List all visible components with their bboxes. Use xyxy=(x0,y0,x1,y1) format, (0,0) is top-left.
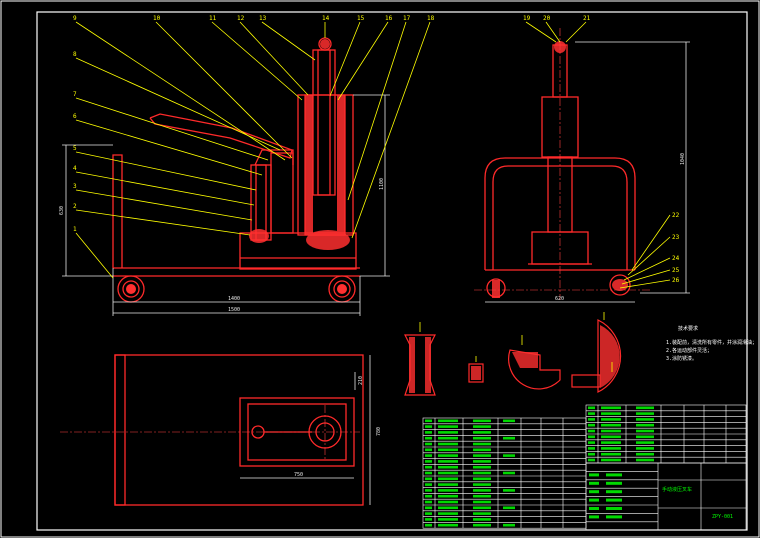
side-balloon-19: 19 xyxy=(523,15,531,22)
front-balloon-12: 12 xyxy=(237,15,245,22)
title-block-drawing-no: ZPY-001 xyxy=(712,514,733,520)
front-dim-height-right: 1100 xyxy=(379,178,385,190)
side-balloon-26: 26 xyxy=(672,277,680,284)
side-balloon-23: 23 xyxy=(672,234,680,241)
notes-line-2: 2.各运动部件灵活； xyxy=(666,347,712,354)
front-leader-3 xyxy=(75,189,253,221)
top-dim-width: 750 xyxy=(294,472,303,478)
side-leader-25 xyxy=(621,269,671,285)
front-leader-13 xyxy=(261,21,316,61)
front-leader-18 xyxy=(351,21,431,239)
front-dim-width-outer: 1500 xyxy=(228,307,240,313)
front-leader-1 xyxy=(75,232,114,279)
front-view-leaders xyxy=(75,21,431,279)
side-view-balloons: 19 20 21 22 23 24 25 26 xyxy=(523,15,680,284)
side-leader-24 xyxy=(623,257,671,281)
side-view: 1040 620 19 20 21 22 23 24 25 26 xyxy=(474,15,690,303)
technical-notes: 技术要求 1.装配前，清洗所有零件，并涂润滑油； 2.各运动部件灵活； 3.涂防… xyxy=(666,325,757,362)
front-balloon-8: 8 xyxy=(73,51,77,58)
side-balloon-24: 24 xyxy=(672,255,680,262)
front-leader-4 xyxy=(75,171,255,206)
side-leader-22 xyxy=(631,214,671,271)
front-leader-2 xyxy=(75,209,251,236)
front-balloon-14: 14 xyxy=(322,15,330,22)
top-view: 210 780 750 xyxy=(60,354,382,506)
front-balloon-18: 18 xyxy=(427,15,435,22)
side-dim-height: 1040 xyxy=(680,153,686,165)
front-leader-6 xyxy=(75,119,263,176)
side-balloon-25: 25 xyxy=(672,267,680,274)
front-leader-10 xyxy=(155,21,293,159)
notes-line-1: 1.装配前，清洗所有零件，并涂润滑油； xyxy=(666,339,757,346)
front-leader-11 xyxy=(211,21,303,101)
side-view-leaders xyxy=(525,21,671,289)
front-balloon-9: 9 xyxy=(73,15,77,22)
notes-line-3: 3.涂防锈漆。 xyxy=(666,355,697,362)
front-balloon-3: 3 xyxy=(73,183,77,190)
front-balloon-7: 7 xyxy=(73,91,77,98)
front-balloon-1: 1 xyxy=(73,226,77,233)
front-dim-width-inner: 1400 xyxy=(228,296,240,302)
notes-title: 技术要求 xyxy=(678,325,698,332)
side-dim-width: 620 xyxy=(555,296,564,302)
side-balloon-21: 21 xyxy=(583,15,591,22)
side-balloon-20: 20 xyxy=(543,15,551,22)
front-leader-12 xyxy=(239,21,309,96)
front-balloon-6: 6 xyxy=(73,113,77,120)
front-leader-7 xyxy=(75,97,269,161)
top-dim-depth-small: 210 xyxy=(358,376,364,385)
top-dim-depth: 780 xyxy=(376,427,382,436)
front-leader-17 xyxy=(347,21,407,201)
side-balloon-22: 22 xyxy=(672,212,680,219)
title-block-name: 手动液压叉车 xyxy=(662,486,692,493)
front-balloon-16: 16 xyxy=(385,15,393,22)
front-balloon-13: 13 xyxy=(259,15,267,22)
parts-list-table xyxy=(422,404,747,531)
front-dim-height-left: 630 xyxy=(59,206,65,215)
front-balloon-5: 5 xyxy=(73,145,77,152)
front-balloon-17: 17 xyxy=(403,15,411,22)
front-leader-5 xyxy=(75,151,257,191)
side-leader-26 xyxy=(619,279,671,289)
side-leader-19 xyxy=(525,21,557,43)
side-leader-23 xyxy=(627,236,671,276)
detail-views xyxy=(404,312,622,396)
title-block: 手动液压叉车 ZPY-001 xyxy=(662,486,733,520)
front-balloon-2: 2 xyxy=(73,203,77,210)
front-balloon-11: 11 xyxy=(209,15,217,22)
front-balloon-15: 15 xyxy=(357,15,365,22)
front-balloon-10: 10 xyxy=(153,15,161,22)
front-leader-9 xyxy=(75,21,286,161)
front-leader-15 xyxy=(329,21,361,97)
front-balloon-4: 4 xyxy=(73,165,77,172)
side-leader-21 xyxy=(565,21,587,43)
side-leader-20 xyxy=(545,21,561,43)
front-leader-16 xyxy=(337,21,389,101)
